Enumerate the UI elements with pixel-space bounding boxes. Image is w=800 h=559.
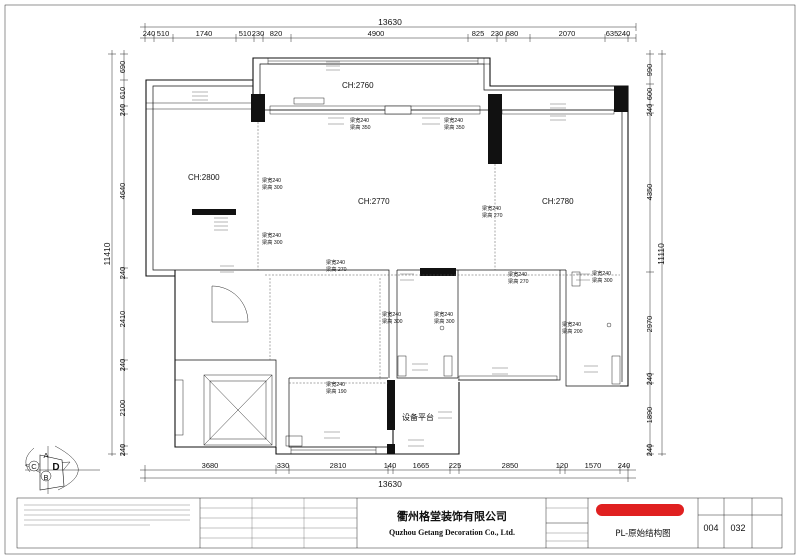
beam-height-label: 梁高 270 <box>508 277 529 285</box>
left-dim: 240 <box>118 104 127 117</box>
left-dim: 2410 <box>118 311 127 328</box>
beam-height-label: 梁高 270 <box>326 265 347 273</box>
right-dim: 240 <box>645 373 654 386</box>
drawing-frame <box>4 4 796 555</box>
beam-height-label: 梁高 190 <box>326 387 347 395</box>
compass-label-b: B <box>43 473 48 482</box>
fixtures <box>285 57 621 447</box>
top-dim: 825 <box>472 29 485 38</box>
beam-width-label: 梁宽240 <box>444 116 463 124</box>
bottom-dim: 120 <box>556 461 569 470</box>
top-dim: 635 <box>606 29 619 38</box>
beam-width-label: 梁宽240 <box>326 380 345 388</box>
left-dim: 690 <box>118 61 127 74</box>
beam-height-label: 梁高 270 <box>482 211 503 219</box>
bottom-dimension-chain: 3680 330 2810 140 1665 225 2850 120 1570… <box>140 461 636 489</box>
bottom-dim: 225 <box>449 461 462 470</box>
top-dim: 230 <box>491 29 504 38</box>
windows <box>145 57 615 455</box>
beam-width-label: 梁宽240 <box>350 116 369 124</box>
orientation-compass: A B C D <box>24 445 100 494</box>
left-dim: 4640 <box>118 183 127 200</box>
bottom-dim: 2850 <box>502 461 519 470</box>
top-dim: 1740 <box>196 29 213 38</box>
bottom-total-dim: 13630 <box>378 479 402 489</box>
top-dim: 4900 <box>368 29 385 38</box>
beam-height-label: 梁高 300 <box>382 317 403 325</box>
left-total-dim: 11410 <box>102 242 112 265</box>
bottom-dim: 330 <box>277 461 290 470</box>
left-dimension-chain: 690 610 240 4640 240 2410 240 2100 240 1… <box>102 50 128 456</box>
beam-height-label: 梁高 200 <box>562 327 583 335</box>
right-dim: 990 <box>645 64 654 77</box>
beam-width-label: 梁宽240 <box>262 231 281 239</box>
top-dim: 680 <box>506 29 519 38</box>
company-name-en: Quzhou Getang Decoration Co., Ltd. <box>389 528 515 537</box>
stairwell <box>203 285 273 446</box>
top-total-dim: 13630 <box>378 17 402 27</box>
beam-width-label: 梁宽240 <box>326 258 345 266</box>
left-dim: 240 <box>118 359 127 372</box>
top-dim: 2070 <box>559 29 576 38</box>
top-dim: 230 <box>252 29 265 38</box>
beam-height-label: 梁高 350 <box>350 123 371 131</box>
compass-label-a: A <box>43 451 48 460</box>
beam-height-label: 梁高 300 <box>592 276 613 284</box>
minor-annotations <box>192 61 598 447</box>
bottom-dim: 2810 <box>330 461 347 470</box>
right-dimension-chain: 990 600 240 4350 2970 240 1890 240 11110 <box>645 50 666 456</box>
top-dim: 510 <box>239 29 252 38</box>
left-dim: 2100 <box>118 400 127 417</box>
top-dim: 240 <box>143 29 156 38</box>
beam-height-label: 梁高 300 <box>262 183 283 191</box>
beam-width-label: 梁宽240 <box>562 320 581 328</box>
top-dimension-chain: 13630 240 510 1740 510 230 820 4900 825 … <box>140 17 637 42</box>
beam-height-label: 梁高 300 <box>262 238 283 246</box>
top-dim: 820 <box>270 29 283 38</box>
beam-height-label: 梁高 300 <box>434 317 455 325</box>
compass-label-d: D <box>52 462 59 473</box>
right-dim: 600 <box>645 88 654 101</box>
beam-lines <box>257 122 620 384</box>
bottom-dim: 140 <box>384 461 397 470</box>
ceiling-height-right: CH:2780 <box>542 197 574 206</box>
total-sheets: 032 <box>730 523 745 533</box>
beam-width-label: 梁宽240 <box>262 176 281 184</box>
sheet-number: 004 <box>703 523 718 533</box>
ceiling-height-top: CH:2760 <box>342 81 374 90</box>
structural-pillars <box>192 86 628 454</box>
company-name-cn: 衢州格堂装饰有限公司 <box>397 509 507 523</box>
drawing-name: PL-原始结构图 <box>615 528 670 539</box>
left-dim: 240 <box>118 267 127 280</box>
left-dim: 240 <box>118 444 127 457</box>
beam-width-label: 梁宽240 <box>434 310 453 318</box>
ceiling-height-center: CH:2770 <box>358 197 390 206</box>
top-dim: 510 <box>157 29 170 38</box>
beam-width-label: 梁宽240 <box>592 269 611 277</box>
right-total-dim: 11110 <box>656 243 666 265</box>
right-dim: 2970 <box>645 316 654 333</box>
beam-height-label: 梁高 350 <box>444 123 465 131</box>
bottom-dim: 1570 <box>585 461 602 470</box>
compass-label-c: C <box>31 462 37 471</box>
right-dim: 240 <box>645 444 654 457</box>
right-dim: 1890 <box>645 407 654 424</box>
ceiling-height-left: CH:2800 <box>188 173 220 182</box>
red-label-bar <box>596 504 684 516</box>
left-dim: 610 <box>118 87 127 100</box>
right-dim: 4350 <box>645 184 654 201</box>
top-dim: 240 <box>618 29 631 38</box>
equipment-platform-label: 设备平台 <box>402 412 434 422</box>
beam-width-label: 梁宽240 <box>482 204 501 212</box>
beam-width-label: 梁宽240 <box>382 310 401 318</box>
beam-labels: 梁宽240 梁高 350 梁宽240 梁高 350 梁宽240 梁高 300 梁… <box>262 116 613 395</box>
bottom-dim: 240 <box>618 461 631 470</box>
bottom-dim: 3680 <box>202 461 219 470</box>
beam-width-label: 梁宽240 <box>508 270 527 278</box>
bottom-dim: 1665 <box>413 461 430 470</box>
right-dim: 240 <box>645 104 654 117</box>
title-block: 衢州格堂装饰有限公司 Quzhou Getang Decoration Co.,… <box>16 497 783 549</box>
